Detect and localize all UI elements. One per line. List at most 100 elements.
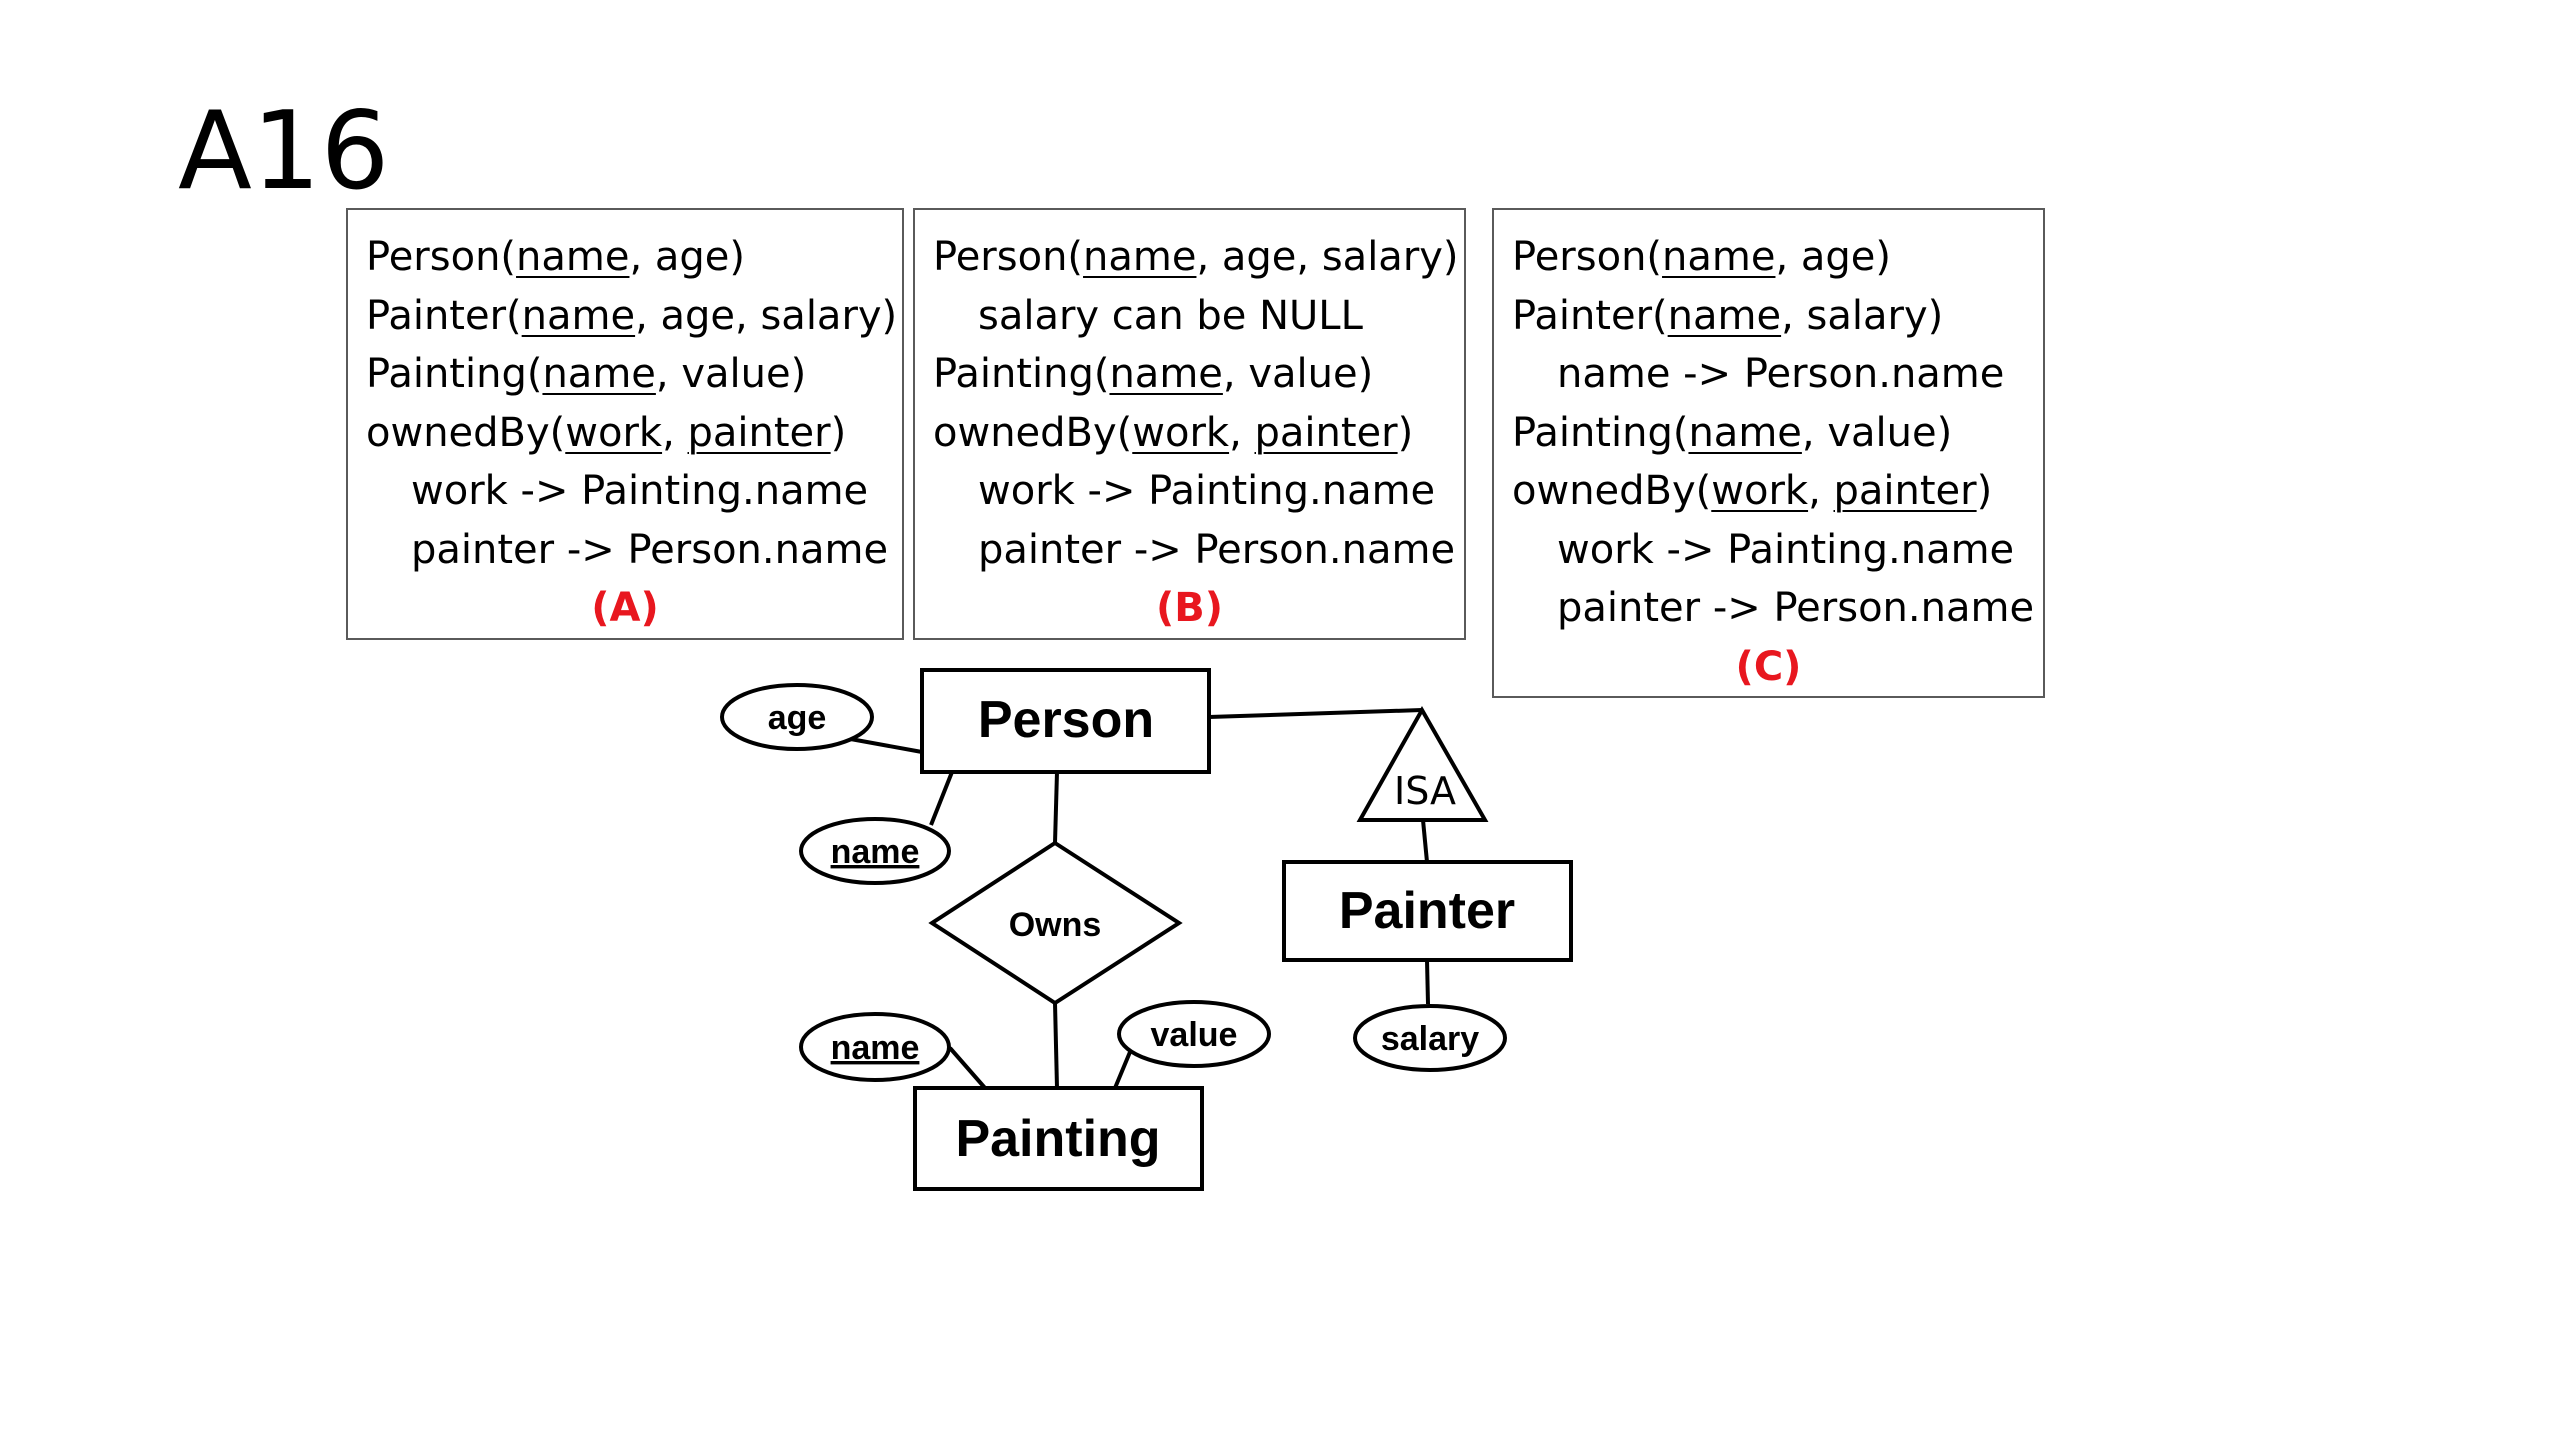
- schema-text: , age): [1775, 234, 1892, 280]
- schema-line: Person(name, age, salary): [933, 228, 1464, 287]
- schema-line: work -> Painting.name: [366, 462, 902, 521]
- schema-text: , value): [655, 351, 807, 397]
- key-attribute: name: [516, 234, 630, 280]
- schema-line: ownedBy(work, painter): [366, 404, 902, 463]
- key-attribute: name: [542, 351, 656, 397]
- key-attribute: name: [1688, 409, 1802, 456]
- attr-person-name-label: name: [831, 833, 920, 871]
- relationship-owns-label: Owns: [1009, 906, 1102, 944]
- edge-person-owns: [1053, 771, 1059, 844]
- key-attribute: painter: [1254, 409, 1398, 456]
- schema-line: painter -> Person.name: [933, 521, 1464, 580]
- schema-option-label: (C): [1735, 643, 1802, 690]
- key-attribute: work: [1132, 409, 1230, 456]
- edge-person-isa: [1208, 708, 1423, 719]
- key-attribute: name: [1667, 292, 1782, 339]
- schema-text: ,: [1808, 468, 1834, 514]
- schema-text: name -> Person.name: [1557, 351, 2005, 397]
- schema-text: work -> Painting.name: [411, 468, 869, 514]
- schema-text: Person(: [1512, 234, 1663, 280]
- schema-text: Person(: [933, 234, 1084, 280]
- entity-painting-label: Painting: [955, 1110, 1160, 1168]
- schema-text: salary can be NULL: [978, 292, 1363, 339]
- entity-painter: [1282, 860, 1573, 962]
- schema-box-b: Person(name, age, salary)salary can be N…: [913, 208, 1466, 640]
- schema-text: ownedBy(: [366, 409, 566, 456]
- schema-text: , salary): [1781, 292, 1944, 339]
- schema-text: , age): [629, 234, 746, 280]
- entity-person-label: Person: [978, 691, 1154, 749]
- schema-line: Person(name, age): [366, 228, 902, 287]
- schema-text: Painter(: [1512, 292, 1668, 339]
- attr-salary-label: salary: [1381, 1020, 1479, 1058]
- attr-salary: [1353, 1004, 1507, 1072]
- schema-text: Painter(: [366, 292, 522, 339]
- attr-age-label: age: [768, 699, 827, 737]
- schema-text: Painting(: [1512, 409, 1689, 456]
- key-attribute: painter: [687, 409, 831, 456]
- slide-title: A16: [178, 89, 390, 214]
- entity-painting: [913, 1086, 1204, 1191]
- attr-value: [1117, 1000, 1271, 1068]
- schema-text: ): [830, 409, 847, 456]
- schema-text: ownedBy(: [933, 409, 1133, 456]
- schema-line: Person(name, age): [1512, 228, 2043, 287]
- schema-line: work -> Painting.name: [1512, 521, 2043, 580]
- entity-painter-label: Painter: [1339, 882, 1515, 940]
- schema-text: , age, salary): [635, 292, 898, 339]
- schema-option-label: (A): [591, 585, 659, 631]
- schema-box-c: Person(name, age)Painter(name, salary)na…: [1492, 208, 2045, 698]
- key-attribute: work: [565, 409, 663, 456]
- edge-age-person: [844, 736, 923, 754]
- key-attribute: painter: [1833, 468, 1977, 514]
- key-attribute: name: [521, 292, 636, 339]
- key-attribute: work: [1711, 468, 1809, 514]
- schema-text: , value): [1801, 409, 1953, 456]
- edge-name-person: [929, 771, 954, 826]
- schema-text: Painting(: [366, 351, 543, 397]
- schema-line: Painting(name, value): [1512, 404, 2043, 463]
- schema-text: painter -> Person.name: [1557, 585, 2035, 631]
- key-attribute: name: [1109, 351, 1223, 397]
- schema-text: ): [1976, 468, 1993, 514]
- schema-text: Painting(: [933, 351, 1110, 397]
- schema-line: Painting(name, value): [366, 345, 902, 404]
- schema-text: work -> Painting.name: [1557, 526, 2015, 573]
- edge-owns-painting: [1053, 1002, 1059, 1089]
- schema-line: painter -> Person.name: [366, 521, 902, 580]
- schema-text: work -> Painting.name: [978, 468, 1436, 514]
- entity-person: [920, 668, 1211, 774]
- edge-isa-painter: [1421, 819, 1429, 863]
- schema-text: painter -> Person.name: [978, 526, 1456, 573]
- schema-option-label: (B): [1155, 585, 1224, 631]
- attr-person-name: [799, 817, 951, 885]
- schema-line: painter -> Person.name: [1512, 579, 2043, 638]
- schema-line: work -> Painting.name: [933, 462, 1464, 521]
- attr-painting-name-label: name: [831, 1029, 920, 1067]
- schema-line: Painter(name, age, salary): [366, 287, 902, 346]
- schema-text: ,: [1229, 409, 1255, 456]
- schema-line: Painting(name, value): [933, 345, 1464, 404]
- schema-line: ownedBy(work, painter): [933, 404, 1464, 463]
- schema-text: ,: [662, 409, 688, 456]
- schema-text: ): [1397, 409, 1414, 456]
- schema-line: ownedBy(work, painter): [1512, 462, 2043, 521]
- key-attribute: name: [1662, 234, 1776, 280]
- edge-paintingname-painting: [948, 1046, 987, 1090]
- attr-value-label: value: [1151, 1016, 1238, 1054]
- edge-painter-salary: [1425, 959, 1430, 1005]
- schema-text: , value): [1222, 351, 1374, 397]
- schema-text: painter -> Person.name: [411, 526, 889, 573]
- attr-age: [720, 683, 874, 751]
- key-attribute: name: [1083, 234, 1197, 280]
- schema-box-a: Person(name, age)Painter(name, age, sala…: [346, 208, 904, 640]
- schema-text: , age, salary): [1196, 234, 1459, 280]
- isa-triangle: [1356, 705, 1489, 822]
- relationship-owns: [928, 840, 1183, 1006]
- attr-painting-name: [799, 1012, 951, 1082]
- schema-text: Person(: [366, 234, 517, 280]
- isa-label: ISA: [1394, 769, 1456, 813]
- schema-line: name -> Person.name: [1512, 345, 2043, 404]
- schema-text: ownedBy(: [1512, 468, 1712, 514]
- schema-line: salary can be NULL: [933, 287, 1464, 346]
